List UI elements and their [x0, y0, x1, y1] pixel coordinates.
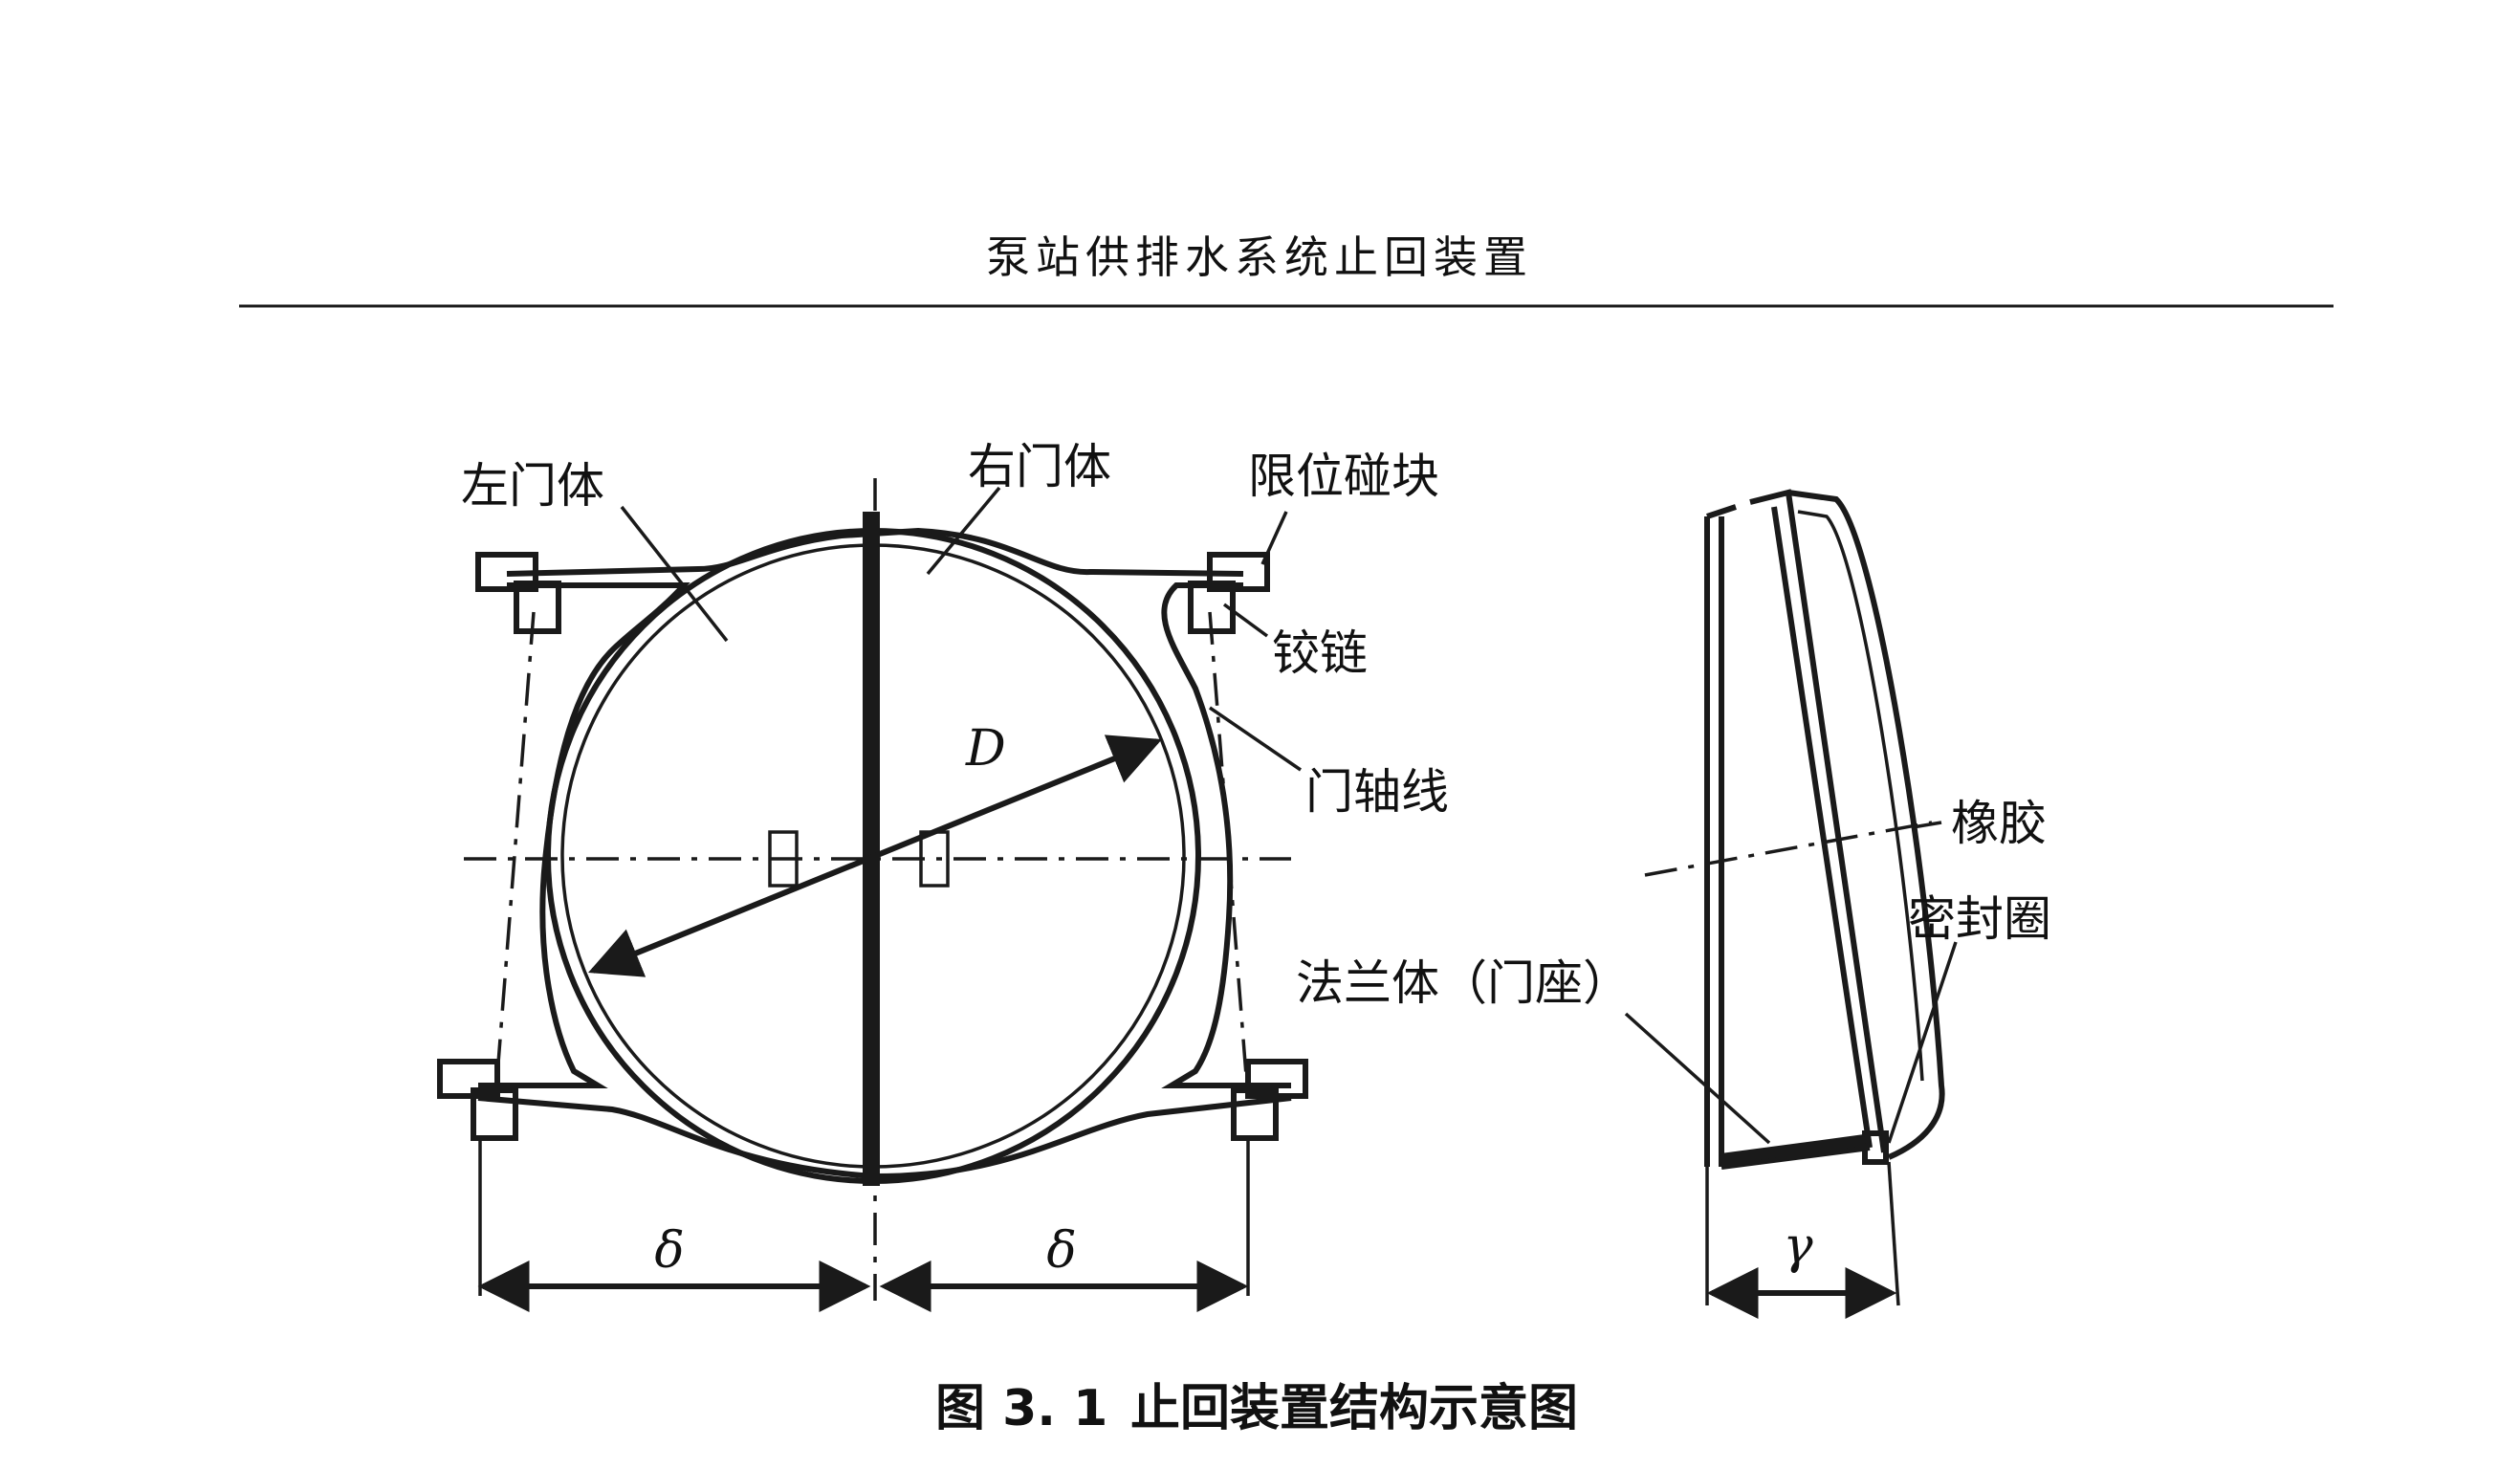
label-right-door: 右门体	[968, 439, 1111, 494]
label-flange-body: 法兰体（门座）	[1296, 955, 1631, 1011]
hinge-blocks	[437, 552, 1308, 1141]
label-seal-ring: 密封圈	[1908, 891, 2051, 947]
outer-door-plate	[1787, 490, 1945, 1160]
door-axis-leader	[1209, 706, 1302, 772]
diameter-arrow	[587, 734, 1163, 977]
flange-body-profile	[1704, 504, 1871, 1170]
stop-block-leader	[1260, 511, 1288, 565]
side-center-line	[1644, 821, 1933, 877]
label-door-axis: 门轴线	[1305, 764, 1449, 820]
seal-ring-leader	[1887, 941, 1958, 1144]
door-leaf-profile	[1749, 489, 1887, 1153]
delta-left-symbol: δ	[654, 1222, 684, 1280]
left-door-leader	[620, 505, 729, 643]
label-left-door: 左门体	[461, 458, 604, 514]
front-view: D δ δ	[437, 478, 1308, 1312]
left-door-axis	[493, 611, 536, 1101]
rubber-leader	[1912, 821, 1942, 829]
right-center-lug	[919, 830, 950, 888]
page-header: 泵站供排水系统止回装置	[986, 231, 1533, 283]
side-view: γ	[1624, 489, 1958, 1319]
hinge-leader	[1222, 603, 1269, 638]
door-split-bar	[863, 512, 880, 1186]
gamma-symbol: γ	[1783, 1217, 1813, 1275]
flange-body-leader	[1624, 1012, 1771, 1145]
flange-base	[1720, 1134, 1866, 1165]
figure-number: 图 3. 1	[935, 1380, 1107, 1437]
label-hinge: 铰链	[1272, 625, 1368, 681]
delta-right-symbol: δ	[1046, 1222, 1076, 1280]
diameter-symbol: D	[965, 720, 1006, 778]
label-stop-block: 限位碰块	[1248, 449, 1439, 504]
right-door-leader	[926, 486, 1001, 576]
seal-ring	[1862, 1130, 1889, 1165]
inner-door-plate	[1797, 510, 1924, 1082]
label-rubber: 橡胶	[1951, 796, 2047, 851]
figure-title: 止回装置结构示意图	[1130, 1380, 1578, 1437]
right-door-axis	[1208, 611, 1250, 1101]
gamma-right-extension	[1887, 1161, 1900, 1306]
